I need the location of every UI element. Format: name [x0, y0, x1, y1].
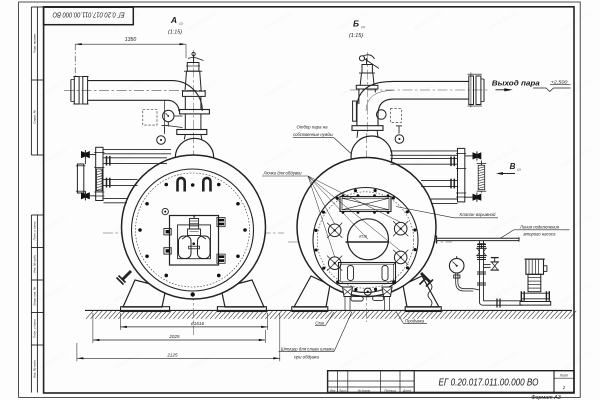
svg-text:Слив: Слив	[315, 320, 324, 325]
svg-text:А: А	[170, 15, 177, 25]
svg-text:(1): (1)	[361, 25, 365, 29]
svg-text:1350: 1350	[125, 37, 137, 43]
svg-text:Дата: Дата	[402, 388, 411, 392]
svg-text:Формат А3: Формат А3	[531, 395, 561, 400]
svg-text:ЕГ 0.20.017.011.00.000 ВО: ЕГ 0.20.017.011.00.000 ВО	[439, 378, 539, 389]
svg-text:(1:15): (1:15)	[168, 30, 182, 36]
svg-text:Инв. № подл.: Инв. № подл.	[32, 359, 36, 378]
svg-text:Подп. и дата: Подп. и дата	[32, 221, 36, 240]
svg-text:Справ. №: Справ. №	[32, 109, 36, 123]
svg-text:В: В	[510, 162, 516, 171]
svg-text:Лист: Лист	[338, 388, 347, 392]
svg-text:Перв. примен.: Перв. примен.	[32, 33, 36, 53]
svg-text:Лист: Лист	[559, 373, 569, 377]
svg-text:2125: 2125	[166, 352, 178, 357]
svg-text:(1): (1)	[517, 168, 521, 172]
svg-text:Клапан взрывной: Клапан взрывной	[460, 212, 497, 217]
svg-text:2: 2	[562, 385, 566, 390]
svg-text:Штуцер для слива шлама: Штуцер для слива шлама	[281, 346, 335, 351]
svg-text:второго насоса: второго насоса	[524, 232, 557, 237]
svg-text:Подпись: Подпись	[384, 388, 396, 392]
svg-text:Взам. инв. №: Взам. инв. №	[32, 286, 36, 305]
svg-text:Б: Б	[353, 19, 359, 29]
svg-text:Лючки для обдувки: Лючки для обдувки	[263, 171, 303, 176]
svg-text:ЕГ 0.20.017.011.00.000 ВО: ЕГ 0.20.017.011.00.000 ВО	[53, 11, 125, 20]
svg-text:Инв. № дубл.: Инв. № дубл.	[32, 254, 36, 273]
svg-text:ø1616: ø1616	[191, 321, 204, 326]
svg-text:ø518: ø518	[359, 234, 367, 238]
svg-text:Линия подключения: Линия подключения	[519, 225, 560, 230]
svg-text:(1:15): (1:15)	[349, 33, 363, 39]
svg-text:№ докум.: № докум.	[358, 388, 371, 392]
svg-text:собственные нужды: собственные нужды	[293, 132, 333, 137]
svg-text:+2,500: +2,500	[551, 79, 569, 84]
svg-text:при обдувки: при обдувки	[294, 354, 320, 359]
svg-text:Подп. и дата: Подп. и дата	[32, 319, 36, 338]
svg-text:Выход пара: Выход пара	[492, 78, 540, 87]
svg-text:Изм: Изм	[330, 388, 336, 392]
svg-text:(1): (1)	[179, 22, 183, 26]
svg-text:Продувка: Продувка	[405, 318, 425, 323]
svg-text:2025: 2025	[168, 334, 180, 339]
svg-text:Отбор пара на: Отбор пара на	[297, 125, 328, 130]
